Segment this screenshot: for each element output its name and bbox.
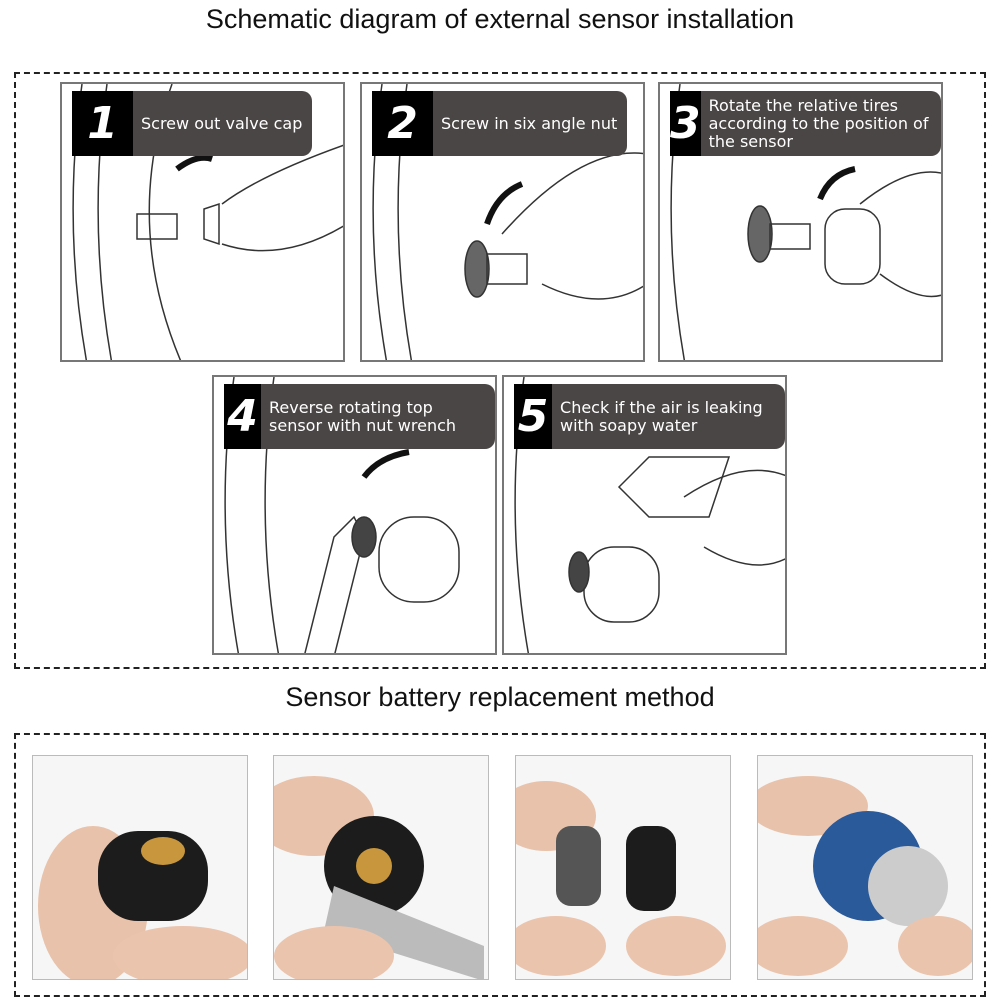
photo-wrench-on-sensor: [273, 755, 489, 980]
installation-title: Schematic diagram of external sensor ins…: [205, 4, 795, 34]
battery-frame: [14, 733, 986, 997]
step-text: Screw in six angle nut: [441, 113, 618, 133]
installation-frame: [14, 72, 986, 669]
step-2-panel: 2 Screw in six angle nut: [360, 82, 645, 362]
step-text: Check if the air is leaking with soapy w…: [560, 397, 763, 435]
photo-sensor-opened: [515, 755, 731, 980]
step-number: 4: [224, 384, 262, 449]
step-text: Reverse rotating top sensor with nut wre…: [269, 397, 457, 435]
step-text: Screw out valve cap: [141, 113, 303, 133]
battery-title: Sensor battery replacement method: [285, 682, 715, 712]
soapy-water-illustration: [514, 377, 785, 653]
step-1-panel: 1 Screw out valve cap: [60, 82, 345, 362]
step-number: 1: [72, 91, 133, 156]
photo-sensor-held: [32, 755, 248, 980]
sensor-screw-illustration: [670, 84, 941, 360]
step-number: 5: [514, 384, 553, 449]
step-text: Rotate the relative tires according to t…: [708, 95, 929, 151]
step-1-label: 1 Screw out valve cap: [72, 91, 313, 156]
nut-illustration: [372, 84, 643, 360]
step-2-label: 2 Screw in six angle nut: [372, 91, 628, 156]
step-number: 2: [372, 91, 433, 156]
step-number: 3: [670, 91, 701, 156]
photo-battery-removed: [757, 755, 973, 980]
